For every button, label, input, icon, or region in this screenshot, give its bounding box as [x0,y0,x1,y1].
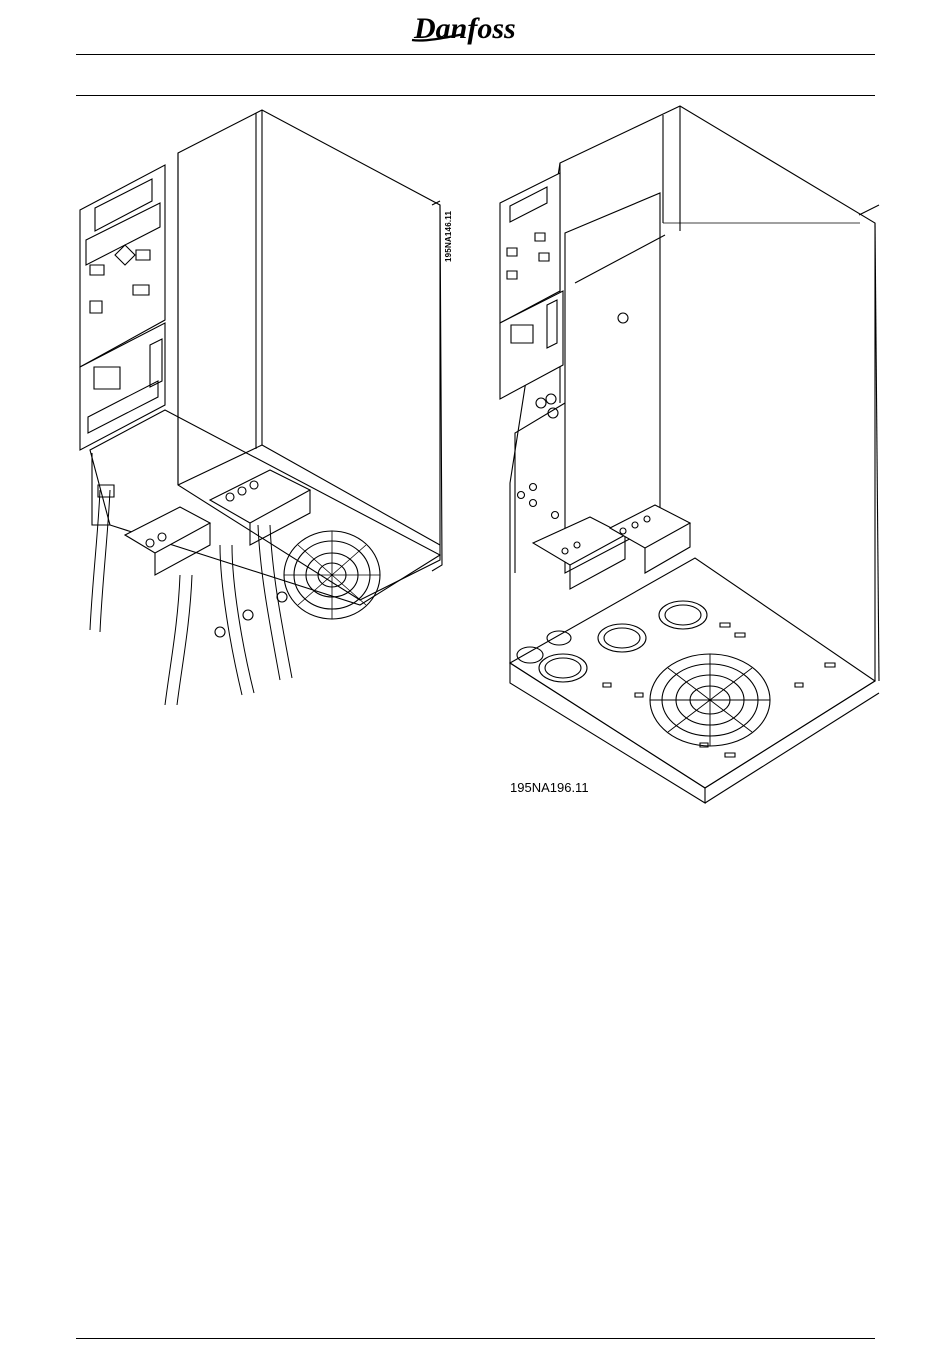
figure-drive-with-cables [70,105,450,715]
header-rule-bottom [76,95,875,96]
figure-code-right: 195NA196.11 [510,780,589,795]
danfoss-logo: Danfoss [404,4,544,50]
footer-rule [76,1338,875,1339]
header-rule-top [76,54,875,55]
brand-wordmark: Danfoss [413,12,516,45]
figure-drive-base-plate [495,103,885,803]
figure-code-left: 195NA146.11 [444,211,453,262]
